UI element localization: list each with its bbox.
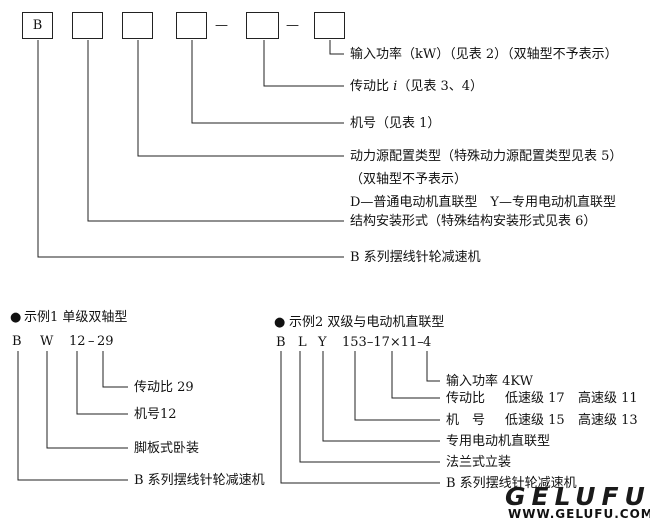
ex1-label-ratio: 传动比 29	[134, 380, 194, 395]
ex1-label-mount: 脚板式卧装	[134, 441, 200, 456]
ex2-label-ratio: 传动比	[446, 391, 486, 406]
ex2-line-power	[426, 351, 440, 382]
code-box-power	[314, 12, 345, 39]
ex1-line-ratio	[102, 351, 128, 388]
label-frame: 机号（见表 1）	[350, 116, 441, 131]
label-series: B 系列摆线针轮减速机	[350, 250, 481, 265]
label-power: 输入功率（kW）（见表 2）（双轴型不予表示）	[350, 47, 618, 62]
ex1-line-mount	[46, 351, 128, 449]
code-box-mount	[72, 12, 103, 39]
brand-url: WWW.GELUFU.COM	[508, 507, 650, 521]
ex2-code-4: 4	[423, 335, 432, 350]
line-series	[37, 40, 344, 258]
ex2-label-ratio-low: 低速级 17	[505, 391, 565, 406]
dash-2: —	[286, 18, 299, 33]
ex1-code-29: 29	[97, 334, 114, 349]
ex2-label-flange: 法兰式立装	[446, 455, 512, 470]
ex1-bullet: ●	[10, 310, 22, 325]
line-frame	[191, 40, 344, 124]
ex2-label-series: B 系列摆线针轮减速机	[446, 476, 577, 491]
ex2-line-frame	[354, 351, 440, 421]
ex1-line-series	[17, 351, 128, 481]
ex2-code-l: L	[298, 335, 307, 350]
ex1-code-dash: –	[88, 334, 95, 349]
label-power-type-note: （双轴型不予表示）	[350, 172, 468, 187]
label-mount: 结构安装形式（特殊结构安装形式见表 6）	[350, 214, 597, 229]
ex2-label-ratio-high: 高速级 11	[578, 391, 638, 406]
ex2-bullet: ●	[274, 315, 286, 330]
dash-1: —	[215, 18, 228, 33]
ex2-code-153-17x11: 153–17×11–	[342, 335, 424, 350]
ex2-label-frame-high: 高速级 13	[578, 413, 638, 428]
ex2-code-y: Y	[318, 335, 327, 350]
ex1-code-12: 12	[69, 334, 86, 349]
label-power-type: 动力源配置类型（特殊动力源配置类型见表 5）	[350, 149, 623, 164]
line-mount	[87, 40, 344, 222]
ex1-line-frame	[76, 351, 128, 415]
ex1-code-b: B	[12, 334, 22, 349]
ratio-symbol: i	[393, 79, 398, 94]
code-box-power-type	[122, 12, 153, 39]
ex2-label-motor: 专用电动机直联型	[446, 434, 551, 449]
ex2-title: 示例2 双级与电动机直联型	[289, 315, 445, 330]
label-ratio: 传动比 i（见表 3、4）	[350, 79, 483, 94]
line-power	[329, 40, 344, 55]
code-box-series: B	[22, 12, 53, 39]
ex1-label-frame: 机号12	[134, 407, 177, 422]
ex2-line-ratio	[391, 351, 440, 399]
line-power-type	[137, 40, 344, 157]
code-box-ratio	[246, 12, 279, 39]
ex2-code-b: B	[276, 335, 286, 350]
ex2-label-power: 输入功率 4KW	[446, 374, 534, 389]
ex1-code-w: W	[40, 334, 54, 349]
ex2-line-motor	[322, 351, 440, 442]
ex1-title: 示例1 单级双轴型	[24, 310, 128, 325]
ex1-label-series: B 系列摆线针轮减速机	[134, 473, 265, 488]
ex2-line-flange	[299, 351, 440, 463]
ex2-label-frame-low: 低速级 15	[505, 413, 565, 428]
ex2-line-series	[280, 351, 440, 484]
code-box-frame	[176, 12, 207, 39]
brand-logo: GELUFU	[505, 482, 650, 511]
label-power-type-options: D—普通电动机直联型 Y—专用电动机直联型	[350, 195, 617, 210]
ex2-label-frame: 机 号	[446, 413, 486, 428]
line-ratio	[263, 40, 344, 87]
